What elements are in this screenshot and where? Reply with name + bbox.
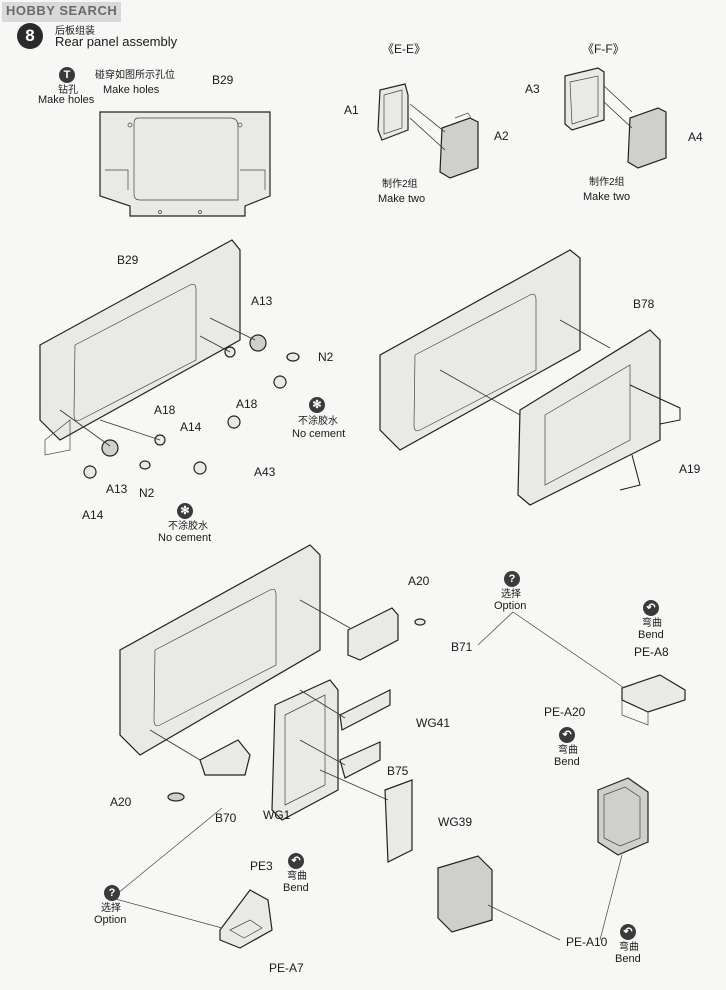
option-en-left: Option: [94, 914, 127, 926]
step-title-en: Rear panel assembly: [55, 34, 178, 49]
label-b70: B70: [215, 811, 237, 825]
drill-note-zh: 钻孔: [58, 85, 78, 96]
label-pe-a8: PE-A8: [634, 645, 669, 659]
bend-en-pe-a8: Bend: [638, 629, 664, 641]
hole-note-en: Make holes: [103, 84, 160, 96]
pe-a8-bracket-drawing: [621, 674, 686, 726]
b29-top-panel-drawing: [99, 111, 271, 217]
label-a19: A19: [679, 462, 701, 476]
no-cement-en-upper: No cement: [292, 428, 346, 440]
bend-icon-pe-a8: ↶: [643, 600, 659, 616]
ff-make-en: Make two: [583, 191, 631, 203]
label-a20-left: A20: [110, 795, 132, 809]
label-a43: A43: [254, 465, 276, 479]
ee-label-a2: A2: [494, 129, 509, 143]
no-cement-zh-upper: 不涂胶水: [298, 416, 338, 427]
jerry-can-cluster-drawing: [437, 777, 649, 933]
bend-icon-pe-a10: ↶: [620, 924, 636, 940]
step-number-badge: 8: [17, 23, 43, 49]
ff-label-a4: A4: [688, 130, 703, 144]
hobby-search-logo: HOBBY SEARCH: [2, 2, 122, 22]
label-pe-a10: PE-A10: [566, 935, 608, 949]
ff-view-title: 《F-F》: [582, 42, 625, 56]
label-b29-mid: B29: [117, 253, 139, 267]
label-a14-mid: A14: [180, 420, 202, 434]
label-b29-top: B29: [212, 73, 234, 87]
label-b71: B71: [451, 640, 473, 654]
bend-en-pe-a10: Bend: [615, 953, 641, 965]
option-icon-left: ?: [104, 885, 120, 901]
hole-note-zh: 碰穿如图所示孔位: [95, 70, 175, 81]
pe-a7-bracket-drawing: [219, 889, 273, 949]
label-wg41: WG41: [416, 716, 451, 730]
no-cement-zh-lower: 不涂胶水: [168, 521, 208, 532]
label-a18-left: A18: [154, 403, 176, 417]
no-cement-icon-upper: ✻: [309, 397, 325, 413]
option-zh-right: 选择: [501, 589, 521, 600]
label-a13-upper: A13: [251, 294, 273, 308]
label-b75: B75: [387, 764, 409, 778]
label-n2-lower: N2: [139, 486, 155, 500]
label-wg39: WG39: [438, 815, 473, 829]
bend-en-pe-a20: Bend: [554, 756, 580, 768]
lower-main-assembly-drawing: [119, 544, 426, 863]
option-en-right: Option: [494, 600, 527, 612]
no-cement-icon-lower: ✻: [177, 503, 193, 519]
option-zh-left: 选择: [101, 903, 121, 914]
drill-note-en: Make holes: [38, 94, 95, 106]
bend-icon-pe3: ↶: [288, 853, 304, 869]
ff-make-zh: 制作2组: [589, 177, 625, 188]
no-cement-en-lower: No cement: [158, 532, 212, 544]
drill-icon: T: [59, 67, 75, 83]
label-wg1: WG1: [263, 808, 291, 822]
label-n2-upper: N2: [318, 350, 334, 364]
bend-en-pe3: Bend: [283, 882, 309, 894]
bend-zh-pe-a10: 弯曲: [619, 942, 639, 953]
bend-zh-pe-a8: 弯曲: [642, 618, 662, 629]
label-a20-top: A20: [408, 574, 430, 588]
leader-lines: [111, 611, 625, 941]
bend-zh-pe3: 弯曲: [287, 871, 307, 882]
b29-mid-assembly-drawing: [39, 239, 300, 479]
bend-icon-pe-a20: ↶: [559, 727, 575, 743]
label-pe-a7: PE-A7: [269, 961, 304, 975]
ee-make-zh: 制作2组: [382, 179, 418, 190]
ee-label-a1: A1: [344, 103, 359, 117]
ee-make-en: Make two: [378, 193, 426, 205]
step-title-zh: 后板组装: [55, 26, 95, 37]
bend-zh-pe-a20: 弯曲: [558, 745, 578, 756]
ee-view-drawing: [377, 83, 479, 179]
logo-text: HOBBY SEARCH: [6, 3, 118, 18]
label-a18-right: A18: [236, 397, 258, 411]
label-pe3: PE3: [250, 859, 273, 873]
ff-label-a3: A3: [525, 82, 540, 96]
ff-view-drawing: [564, 67, 667, 169]
b78-assembly-drawing: [379, 249, 681, 506]
label-a13-lower: A13: [106, 482, 128, 496]
label-b78: B78: [633, 297, 655, 311]
ee-view-title: 《E-E》: [382, 42, 427, 56]
label-pe-a20: PE-A20: [544, 705, 586, 719]
step-number: 8: [25, 26, 35, 45]
option-icon-right: ?: [504, 571, 520, 587]
label-a14-lower: A14: [82, 508, 104, 522]
